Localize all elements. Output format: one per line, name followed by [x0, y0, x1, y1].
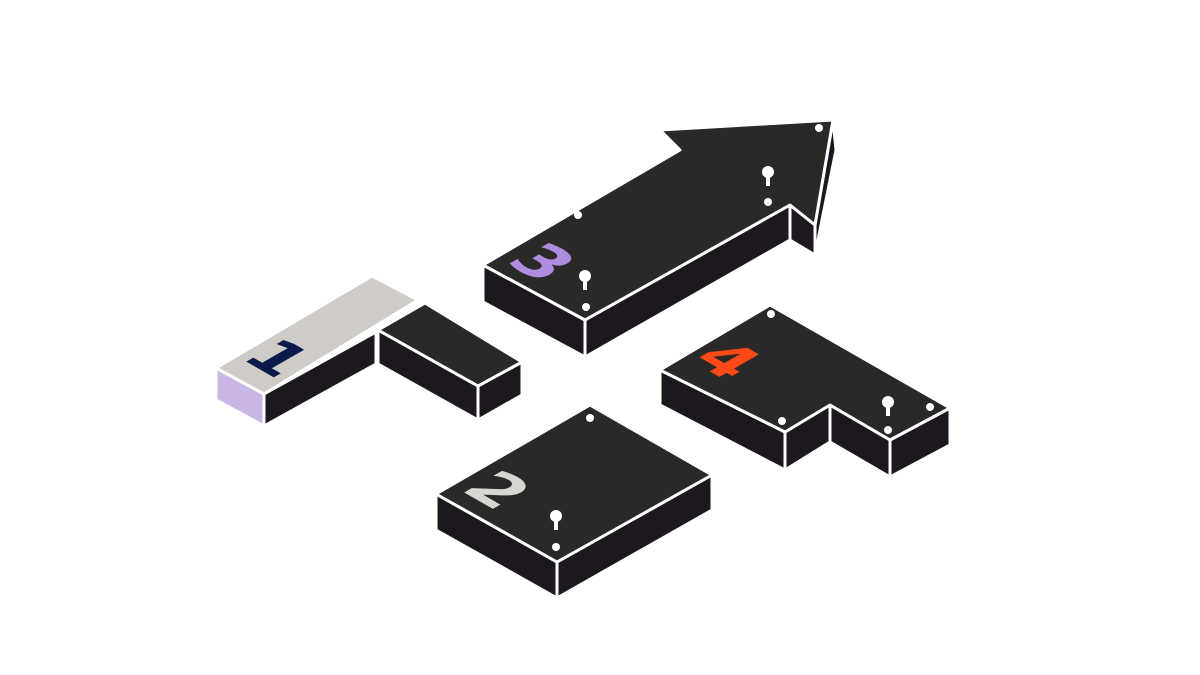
pin-icon: [762, 166, 774, 186]
piece-1: 1: [214, 274, 524, 428]
piece-3-arrow: 3: [481, 118, 838, 359]
piece-4: 4: [658, 303, 952, 479]
piece-2: 2: [434, 403, 714, 600]
pin-icon: [550, 510, 562, 530]
pin-icon: [882, 396, 894, 416]
pin-icon: [579, 270, 591, 290]
